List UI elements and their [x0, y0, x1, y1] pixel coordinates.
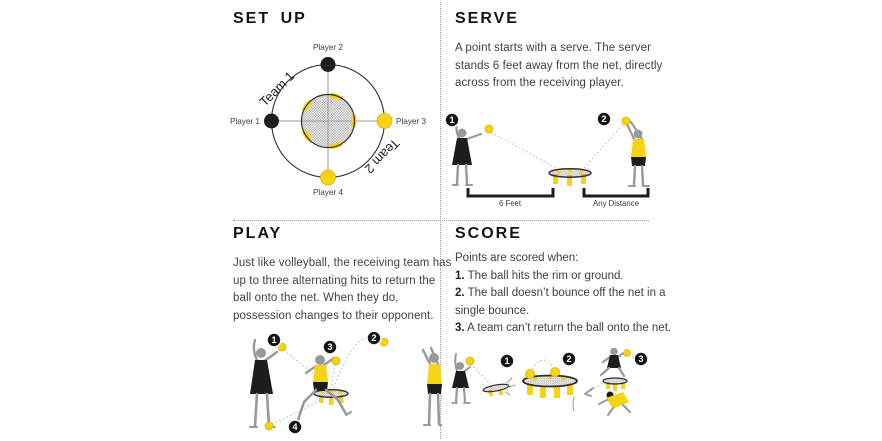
svg-text:2: 2	[371, 333, 376, 343]
player3-label: Player 3	[396, 117, 426, 126]
svg-text:1: 1	[271, 335, 276, 345]
score-illustration: 1 2	[451, 348, 649, 416]
any-distance-label: Any Distance	[593, 199, 639, 208]
score-scene-double-bounce: 2	[522, 351, 578, 412]
serve-title: SERVE	[455, 10, 519, 27]
serve-badge-2: 2	[596, 111, 612, 127]
score-rules: Points are scored when: 1. The ball hits…	[455, 250, 683, 338]
spikeball-net-side-icon	[313, 389, 349, 405]
score-scene-rim-hit: 1	[451, 353, 516, 404]
spikeball-net-side-icon	[522, 374, 578, 398]
player2-dot	[320, 57, 336, 72]
svg-text:3: 3	[638, 354, 643, 364]
serve-description: A point starts with a serve. The server …	[455, 42, 663, 89]
spikeball-net-side-icon	[548, 168, 592, 186]
play-ball-3	[331, 356, 341, 366]
receiver-figure	[625, 120, 650, 187]
serve-trajectory-left	[490, 131, 557, 169]
setup-title: SET UP	[233, 10, 307, 27]
reaching-arm	[584, 387, 594, 397]
svg-text:2: 2	[601, 114, 606, 124]
score-rule-1: 1. The ball hits the rim or ground.	[455, 269, 624, 282]
player4-dot	[320, 169, 336, 186]
serve-ball-right	[621, 116, 631, 126]
play-description: Just like volleyball, the receiving team…	[233, 257, 452, 322]
six-feet-bracket	[466, 188, 555, 198]
player3-dot	[376, 113, 393, 129]
player1-dot	[264, 113, 279, 129]
play-trajectory-2	[330, 363, 336, 390]
serve-trajectory-right	[583, 123, 624, 169]
play-figure-right	[421, 346, 442, 426]
net-stand-mark	[572, 396, 575, 412]
spikeball-net-top-icon	[299, 92, 357, 150]
score-badge-3: 3	[633, 351, 649, 367]
six-feet-label: 6 Feet	[499, 199, 522, 208]
score-title: SCORE	[455, 225, 522, 242]
score-rule-2: 2. The ball doesn’t bounce off the net i…	[455, 287, 666, 317]
play-title: PLAY	[233, 225, 283, 242]
horizontal-divider	[233, 220, 649, 221]
play-trajectory-4	[271, 395, 328, 425]
serve-illustration: 1 2 6 Feet Any Distance	[444, 111, 650, 208]
any-distance-bracket	[582, 188, 650, 198]
impact-marks	[505, 377, 516, 396]
svg-text:4: 4	[292, 422, 297, 432]
player4-label: Player 4	[313, 188, 343, 197]
score-ball-3	[623, 349, 631, 357]
score-rule-3: 3. A team can’t return the ball onto the…	[455, 322, 672, 334]
play-badge-1: 1	[266, 332, 282, 348]
player2-label: Player 2	[313, 43, 343, 52]
tilted-net-icon	[482, 383, 510, 397]
svg-text:1: 1	[449, 115, 454, 125]
score-intro: Points are scored when:	[455, 252, 579, 264]
score-ball-2a	[525, 369, 535, 379]
score-scene-no-return: 3	[584, 348, 649, 416]
play-ball-1	[277, 342, 287, 352]
score-figure-hitter	[451, 353, 471, 404]
play-illustration: 1 3 2 4	[249, 332, 442, 435]
setup-court-diagram: Player 1 Player 2 Player 3 Player 4 Team…	[230, 43, 427, 197]
play-badge-2: 2	[366, 332, 382, 346]
score-figure-jumper	[599, 348, 626, 378]
play-figure-left	[249, 338, 279, 428]
svg-text:2: 2	[566, 354, 571, 364]
play-badge-3: 3	[322, 339, 338, 355]
score-ball-1	[465, 356, 475, 366]
svg-text:1: 1	[504, 356, 509, 366]
play-ball-4	[264, 421, 274, 431]
play-figure-center	[292, 355, 352, 422]
score-badge-2: 2	[561, 351, 577, 367]
player1-label: Player 1	[230, 117, 260, 126]
serve-badge-1: 1	[444, 112, 460, 128]
server-figure	[452, 119, 483, 186]
score-badge-1: 1	[499, 353, 515, 369]
score-figure-fallen	[598, 391, 631, 416]
team1-label: Team 1	[256, 68, 297, 109]
serve-ball-left	[484, 124, 494, 134]
small-net-icon	[602, 377, 628, 391]
play-badge-4: 4	[287, 419, 303, 435]
team2-label: Team 2	[362, 136, 403, 177]
score-ball-2b	[550, 367, 560, 377]
svg-text:3: 3	[327, 342, 332, 352]
